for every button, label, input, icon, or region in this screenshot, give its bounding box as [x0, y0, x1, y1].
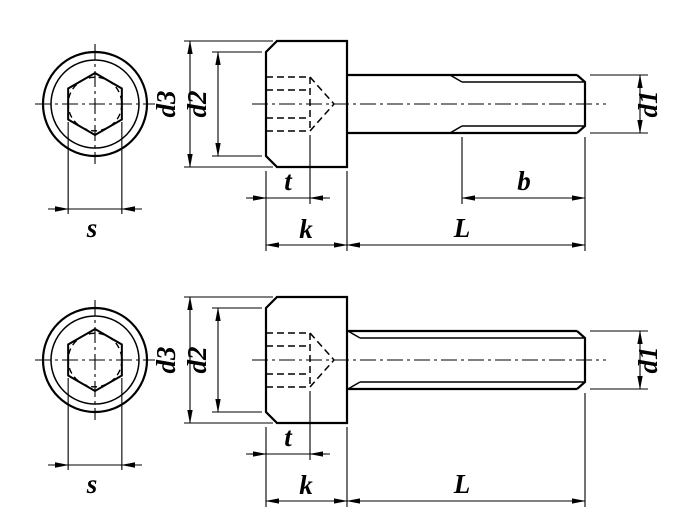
bottom-screw-dimensions: d3 d2 d1 t k L s — [48, 296, 663, 507]
label-s: s — [86, 469, 98, 499]
hex-socket-inscribed-circle — [67, 76, 123, 132]
top-screw: d3 d2 d1 t k b L s — [35, 39, 663, 251]
extension-lines — [67, 40, 648, 251]
label-k: k — [299, 214, 313, 244]
label-L: L — [453, 469, 471, 499]
label-k: k — [299, 470, 313, 500]
hex-socket-hidden-lines — [266, 76, 335, 132]
screw-head-outline — [264, 39, 349, 169]
label-d2: d2 — [182, 91, 212, 118]
hex-socket-outline — [67, 327, 123, 393]
head-chamfer-circle — [50, 59, 140, 149]
hex-socket-inscribed-circle — [67, 332, 123, 388]
top-screw-end-view — [35, 44, 155, 164]
end-view-centerlines-icon — [35, 300, 155, 420]
top-screw-side-view — [252, 39, 606, 169]
bottom-screw-side-view — [252, 295, 606, 425]
hex-socket-outline — [67, 71, 123, 137]
label-d1: d1 — [633, 91, 663, 118]
head-outer-circle — [41, 50, 149, 158]
bottom-screw-end-view — [35, 300, 155, 420]
screw-shank-outline — [347, 73, 587, 135]
screw-head-outline — [264, 295, 349, 425]
label-b: b — [517, 166, 531, 196]
label-t: t — [284, 422, 293, 452]
thread-minor-lines — [347, 330, 585, 390]
label-d2: d2 — [182, 347, 212, 374]
head-chamfer-circle — [50, 315, 140, 405]
screw-shank-outline — [347, 329, 587, 391]
label-t: t — [284, 166, 293, 196]
label-s: s — [86, 213, 98, 243]
thread-minor-lines — [449, 74, 585, 134]
label-d3: d3 — [151, 91, 181, 118]
top-screw-dimensions: d3 d2 d1 t k b L s — [48, 40, 663, 251]
extension-lines — [67, 296, 648, 507]
end-view-centerlines-icon — [35, 44, 155, 164]
label-d1: d1 — [633, 347, 663, 374]
label-L: L — [453, 213, 471, 243]
label-d3: d3 — [151, 347, 181, 374]
hex-socket-hidden-lines — [266, 332, 335, 388]
head-outer-circle — [41, 306, 149, 414]
bottom-screw: d3 d2 d1 t k L s — [35, 295, 663, 507]
